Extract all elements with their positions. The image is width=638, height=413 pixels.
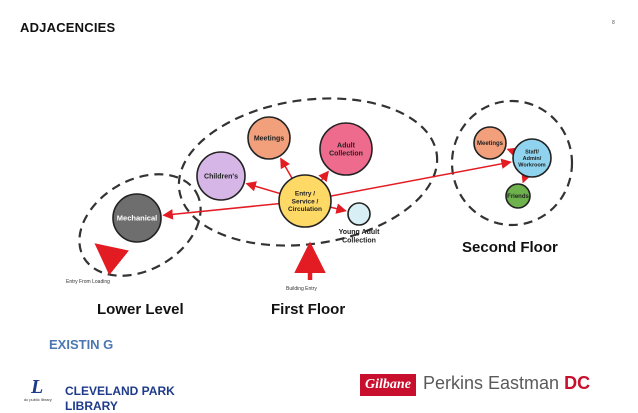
arrow-entry-to-meetings1 [280,157,293,179]
node-meetings2: Meetings [473,126,507,160]
node-label-entry: Entry /Service /Circulation [288,190,322,213]
node-label-meetings1: Meetings [254,135,284,142]
arrow-staff-to-meetings2 [506,147,519,158]
arrow-entry-to-staff [330,158,512,197]
node-label-friends: Friends [507,194,529,200]
node-label-meetings2: Meetings [477,141,504,147]
node-staff: Staff/Admin/Workroom [512,138,552,178]
node-mechanical: Mechanical [112,193,162,243]
node-circle-friends [505,183,531,209]
entry-arrow-line-loading [94,243,129,276]
page-number: 8 [612,20,615,26]
node-label-childrens: Children's [204,173,238,180]
node-circle-entry [278,174,332,228]
node-circle-young [347,202,371,226]
arrow-entry-to-young [330,203,347,214]
perkins-eastman-name: Perkins Eastman [423,373,560,393]
node-circle-childrens [196,151,246,201]
node-circle-mechanical [112,193,162,243]
floor-label-first: First Floor [271,301,345,318]
node-circle-meetings1 [247,116,291,160]
floor-zone-lower [78,173,202,277]
entry-arrow-building: Building Entry [286,241,326,292]
node-childrens: Children's [196,151,246,201]
node-entry: Entry /Service /Circulation [278,174,332,228]
node-friends: Friends [505,183,531,209]
entry-label-loading: Entry From Loading [66,279,110,285]
project-status: EXISTIN G [49,337,114,352]
node-circle-staff [512,138,552,178]
slide-title: ADJACENCIES [20,20,116,35]
gilbane-logo: Gilbane [360,374,416,396]
floor-label-lower: Lower Level [97,301,184,318]
floor-zone-first [177,97,439,247]
project-name-line1: CLEVELAND PARK [65,384,175,398]
node-circle-adult [319,122,373,176]
node-label-staff: Staff/Admin/Workroom [518,149,546,168]
node-meetings1: Meetings [247,116,291,160]
arrow-entry-to-adult [318,170,329,183]
arrow-staff-to-friends [521,171,532,184]
node-label-mechanical: Mechanical [117,214,157,223]
floor-zone-second [450,99,574,227]
library-logo-text: dc public library [24,397,52,402]
floor-label-second: Second Floor [462,239,558,256]
project-name-line2: LIBRARY [65,399,118,413]
entry-arrow-loading: Entry From Loading [66,243,129,285]
arrow-entry-to-mechanical [162,202,280,220]
perkins-eastman-logo: Perkins Eastman DC [423,373,590,394]
perkins-eastman-dc: DC [564,373,591,393]
arrow-entry-to-childrens [245,181,281,195]
library-logo-icon: L [31,376,44,398]
node-circle-meetings2 [473,126,507,160]
entry-label-building: Building Entry [286,286,317,292]
